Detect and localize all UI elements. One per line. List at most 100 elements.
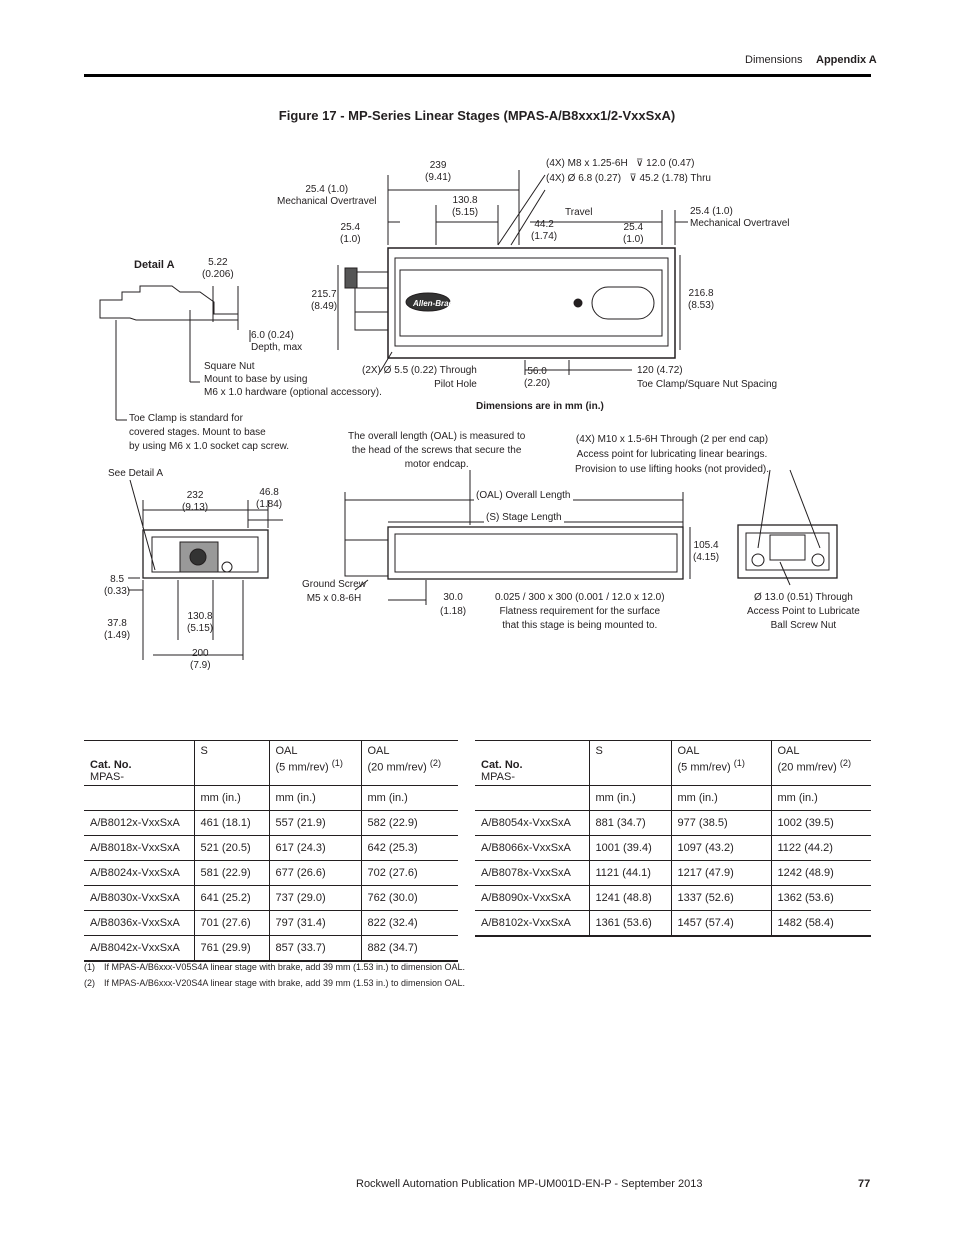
oal20-cell: 1362 (53.6) [770, 885, 871, 911]
cat-cell: A/B8090x-VxxSxA [475, 885, 589, 911]
s-cell: 1241 (48.8) [588, 885, 671, 911]
dim-200: 200(7.9) [190, 648, 211, 671]
oal5-cell: 617 (24.3) [268, 835, 361, 861]
dim-37-8: 37.8(1.49) [104, 618, 131, 641]
oal5-header: OAL(5 mm/rev) (1) [268, 740, 361, 786]
cat-cell: A/B8078x-VxxSxA [475, 860, 589, 886]
note-d6-8-hole: (4X) Ø 6.8 (0.27) ⊽ 45.2 (1.78) Thru [546, 173, 711, 184]
note-m8-thread: (4X) M8 x 1.25-6H ⊽ 12.0 (0.47) [546, 158, 695, 169]
s-header: S [193, 740, 269, 786]
unit-cell: mm (in.) [670, 785, 771, 811]
s-cell: 641 (25.2) [193, 885, 269, 911]
dim-mech-overtravel-left: 25.4 (1.0)Mechanical Overtravel [277, 184, 377, 207]
stage-end-view [142, 529, 269, 579]
dim-130-8: 130.8(5.15) [452, 195, 479, 218]
figure-title: Figure 17 - MP-Series Linear Stages (MPA… [278, 108, 676, 123]
s-cell: 1001 (39.4) [588, 835, 671, 861]
cat-cell: A/B8012x-VxxSxA [84, 810, 194, 836]
oal20-cell: 1242 (48.9) [770, 860, 871, 886]
dim-8-5: 8.5(0.33) [104, 574, 131, 597]
oal5-cell: 737 (29.0) [268, 885, 361, 911]
catalog-table-right: Cat. No.MPAS- S OAL(5 mm/rev) (1) OAL(20… [475, 740, 871, 937]
unit-cell: mm (in.) [588, 785, 671, 811]
s-cell: 701 (27.6) [193, 910, 269, 936]
oal5-cell: 1217 (47.9) [670, 860, 771, 886]
mpas-prefix: MPAS- [90, 771, 125, 783]
s-cell: 581 (22.9) [193, 860, 269, 886]
oal5-cell: 1097 (43.2) [670, 835, 771, 861]
dim-travel: Travel [565, 207, 593, 218]
oal5-cell: 1457 (57.4) [670, 910, 771, 937]
unit-cell: mm (in.) [268, 785, 361, 811]
footnote-1: (1)If MPAS-A/B6xxx-V05S4A linear stage w… [84, 962, 466, 972]
oal20-cell: 762 (30.0) [360, 885, 458, 911]
detail-a-profile [99, 285, 239, 321]
note-see-detail-a: See Detail A [108, 468, 164, 479]
unit-cell: mm (in.) [193, 785, 269, 811]
publication-footer: Rockwell Automation Publication MP-UM001… [356, 1178, 703, 1190]
note-flatness: 0.025 / 300 x 300 (0.001 / 12.0 x 12.0)F… [495, 592, 665, 631]
dim-mech-overtravel-right: 25.4 (1.0)Mechanical Overtravel [690, 206, 790, 229]
oal5-cell: 857 (33.7) [268, 935, 361, 962]
dimension-units-note: Dimensions are in mm (in.) [476, 401, 604, 412]
running-header-appendix: Appendix A [816, 54, 877, 66]
s-cell: 521 (20.5) [193, 835, 269, 861]
cat-cell: A/B8024x-VxxSxA [84, 860, 194, 886]
dim-25-4-left: 25.4(1.0) [340, 222, 361, 245]
cat-cell: A/B8030x-VxxSxA [84, 885, 194, 911]
cat-cell: A/B8054x-VxxSxA [475, 810, 589, 836]
dim-46-8: 46.8(1.84) [256, 487, 283, 510]
oal5-cell: 557 (21.9) [268, 810, 361, 836]
cat-cell: A/B8036x-VxxSxA [84, 910, 194, 936]
dimension-drawing: Allen-Bradley [99, 170, 838, 660]
cat-no-header: Cat. No. [90, 759, 132, 771]
note-m10-access: (4X) M10 x 1.5-6H Through (2 per end cap… [575, 434, 769, 475]
header-rule [84, 74, 871, 77]
s-cell: 1121 (44.1) [588, 860, 671, 886]
s-header: S [588, 740, 671, 786]
mpas-prefix: MPAS- [481, 771, 516, 783]
dim-232: 232(9.13) [182, 490, 209, 513]
dim-overall-length: (OAL) Overall Length [474, 490, 573, 502]
unit-cell: mm (in.) [360, 785, 458, 811]
detail-a-label: Detail A [134, 259, 175, 271]
dim-105-4: 105.4(4.15) [693, 540, 720, 563]
oal5-cell: 1337 (52.6) [670, 885, 771, 911]
stage-side-view [387, 526, 684, 580]
cat-cell: A/B8102x-VxxSxA [475, 910, 589, 937]
oal5-cell: 677 (26.6) [268, 860, 361, 886]
dim-239: 239(9.41) [425, 160, 452, 183]
motor-top [354, 271, 389, 331]
dim-stage-length: (S) Stage Length [484, 512, 564, 524]
oal20-cell: 1002 (39.5) [770, 810, 871, 836]
oal20-cell: 1122 (44.2) [770, 835, 871, 861]
dim-30-0: 30.0(1.18) [440, 592, 467, 617]
oal20-header: OAL(20 mm/rev) (2) [770, 740, 871, 786]
oal20-cell: 702 (27.6) [360, 860, 458, 886]
oal5-cell: 797 (31.4) [268, 910, 361, 936]
brand-logo-text: Allen-Bradley [412, 299, 465, 308]
cat-no-header: Cat. No. [481, 759, 523, 771]
cat-cell: A/B8042x-VxxSxA [84, 935, 194, 962]
s-cell: 1361 (53.6) [588, 910, 671, 937]
oal20-cell: 822 (32.4) [360, 910, 458, 936]
catalog-table-left: Cat. No.MPAS- S OAL(5 mm/rev) (1) OAL(20… [84, 740, 458, 962]
s-cell: 761 (29.9) [193, 935, 269, 962]
dim-215-7: 215.7(8.49) [311, 289, 338, 312]
oal5-cell: 977 (38.5) [670, 810, 771, 836]
footnote-2: (2)If MPAS-A/B6xxx-V20S4A linear stage w… [84, 978, 466, 988]
dim-25-4-right: 25.4(1.0) [623, 222, 644, 245]
